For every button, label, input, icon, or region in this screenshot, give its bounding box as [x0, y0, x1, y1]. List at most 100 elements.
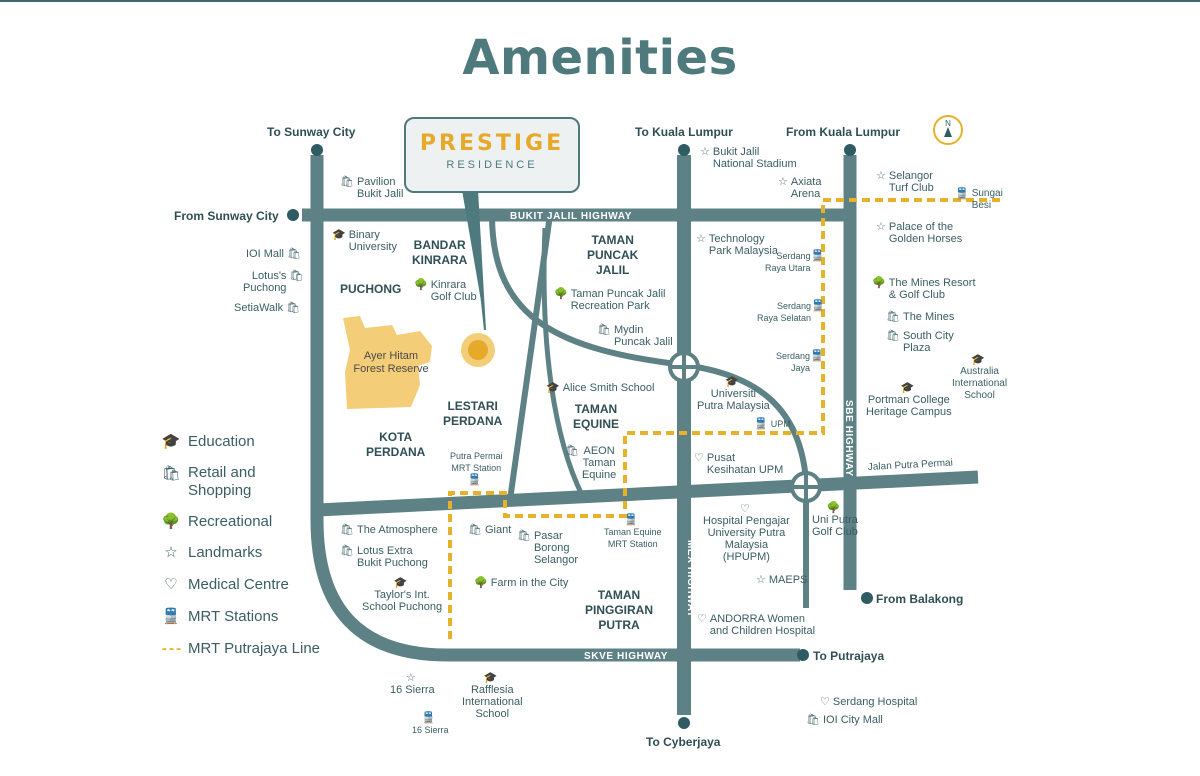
star-icon: ☆ — [876, 221, 886, 233]
place-bukit-jalil-stadium: ☆Bukit Jalil National Stadium — [700, 146, 797, 170]
legend-mrt-line: - - -MRT Putrajaya Line — [161, 640, 321, 657]
heart-pulse-icon: ♡ — [164, 576, 178, 593]
jalan-putra-permai-label: Jalan Putra Permai — [868, 458, 954, 473]
place-the-atmosphere: 🛍The Atmosphere — [340, 524, 438, 536]
star-icon: ☆ — [778, 176, 788, 188]
place-putra-permai-station: Putra Permai MRT Station🚆 — [450, 451, 503, 486]
area-taman-puncak-jalil: TAMAN PUNCAK JALIL — [587, 233, 639, 277]
train-icon: 🚆 — [467, 474, 482, 486]
bukit-jalil-highway-label: BUKIT JALIL HIGHWAY — [510, 211, 632, 222]
place-upm-station: 🚆UPM — [754, 418, 791, 430]
legend-recreational: 🌳Recreational — [161, 512, 273, 531]
to-sunway-arrow — [311, 144, 323, 156]
shopping-bag-icon: 🛍 — [340, 524, 354, 536]
from-balakong-arrow — [861, 592, 873, 604]
shopping-bag-icon: 🛍 — [340, 176, 354, 188]
tree-icon: 🌳 — [872, 277, 886, 289]
place-sungai-besi-station: 🚆Sungai Besi — [955, 188, 1003, 211]
legend-retail: 🛍Retail and Shopping — [161, 464, 256, 499]
left-road — [310, 155, 800, 662]
place-andorra: ♡ANDORRA Women and Children Hospital — [697, 613, 816, 637]
place-mydin: 🛍Mydin Puncak Jalil — [597, 324, 673, 348]
tree-icon: 🌳 — [554, 288, 568, 300]
legend-medical: ♡Medical Centre — [160, 575, 289, 594]
graduation-cap-icon: 🎓 — [900, 382, 915, 394]
place-serdang-hospital: ♡Serdang Hospital — [820, 696, 918, 708]
place-upm: 🎓Universiti Putra Malaysia — [697, 376, 770, 412]
page-title: Amenities — [462, 30, 738, 86]
graduation-cap-icon: 🎓 — [971, 354, 985, 366]
shopping-bag-icon: 🛍 — [886, 330, 900, 342]
star-icon: ☆ — [164, 544, 178, 561]
area-taman-equine: TAMAN EQUINE — [573, 402, 620, 431]
graduation-cap-icon: 🎓 — [332, 229, 346, 241]
forest-reserve-label: Ayer Hitam Forest Reserve — [353, 350, 429, 375]
train-icon: 🚆 — [810, 350, 824, 362]
heart-pulse-icon: ♡ — [697, 613, 707, 625]
tree-icon: 🌳 — [474, 577, 488, 589]
place-hospital-pengajar: ♡Hospital Pengajar University Putra Mala… — [703, 503, 790, 563]
place-taylors: 🎓Taylor's Int. School Puchong — [362, 577, 443, 613]
heart-pulse-icon: ♡ — [739, 503, 750, 515]
place-giant: 🛍Giant — [468, 524, 512, 536]
place-lotus-extra: 🛍Lotus Extra Bukit Puchong — [340, 545, 428, 569]
shopping-bag-icon: 🛍 — [886, 311, 900, 323]
dashed-line-icon: - - - — [161, 640, 181, 657]
place-serdang-raya-selatan-station: Serdang Raya Selatan🚆 — [757, 300, 825, 323]
to-cyberjaya-arrow — [678, 717, 690, 729]
shopping-bag-icon: 🛍 — [597, 324, 611, 336]
place-alice-smith: 🎓Alice Smith School — [546, 382, 655, 394]
area-bandar-kinrara: BANDAR KINRARA — [412, 238, 468, 267]
area-taman-pinggiran-putra: TAMAN PINGGIRAN PUTRA — [585, 588, 654, 632]
star-icon: ☆ — [756, 574, 766, 586]
train-icon: 🚆 — [811, 300, 825, 312]
to-sunway-label: To Sunway City — [267, 125, 356, 139]
place-maeps: ☆MAEPS — [756, 574, 808, 586]
place-portman: 🎓Portman College Heritage Campus — [866, 382, 952, 418]
equine-road-2 — [541, 227, 585, 497]
shopping-bag-icon: 🛍 — [806, 714, 820, 726]
area-lestari-perdana: LESTARI PERDANA — [443, 399, 503, 428]
shopping-bag-icon: 🛍 — [517, 530, 531, 542]
jalan-putra-permai — [317, 470, 979, 517]
shopping-bag-icon: 🛍 — [283, 302, 301, 314]
mex-highway-label: MEX HIGHWAY — [685, 540, 696, 618]
area-kota-perdana: KOTA PERDANA — [366, 430, 426, 459]
graduation-cap-icon: 🎓 — [483, 672, 498, 684]
shopping-bag-icon: 🛍 — [468, 524, 482, 536]
train-icon: 🚆 — [810, 250, 825, 262]
place-16-sierra: ☆16 Sierra — [390, 672, 435, 696]
skve-highway-label: SKVE HIGHWAY — [584, 651, 668, 662]
graduation-cap-icon: 🎓 — [393, 577, 408, 589]
place-selangor-turf: ☆Selangor Turf Club — [876, 170, 934, 194]
legend-mrt-stations: 🚆MRT Stations — [161, 607, 279, 626]
place-ioi-mall: IOI Mall 🛍 — [246, 248, 301, 260]
star-icon: ☆ — [405, 672, 416, 684]
to-kl-arrow — [678, 144, 690, 156]
place-16-sierra-station: 🚆16 Sierra — [412, 712, 449, 735]
place-rafflesia: 🎓Rafflesia International School — [462, 672, 523, 720]
place-tech-park: ☆Technology Park Malaysia — [696, 233, 778, 257]
shopping-bag-icon: 🛍 — [161, 465, 181, 482]
from-balakong-label: From Balakong — [876, 592, 964, 606]
to-cyberjaya-label: To Cyberjaya — [646, 735, 721, 749]
place-palace: ☆Palace of the Golden Horses — [876, 221, 963, 245]
from-kl-arrow — [844, 144, 856, 156]
graduation-cap-icon: 🎓 — [161, 433, 181, 450]
star-icon: ☆ — [876, 170, 886, 182]
logo-line-2: RESIDENCE — [446, 159, 538, 171]
shopping-bag-icon: 🛍 — [565, 445, 579, 457]
place-ioi-city-mall: 🛍IOI City Mall — [806, 714, 883, 726]
train-icon: 🚆 — [161, 608, 181, 625]
forest-reserve-area — [343, 316, 432, 409]
area-puchong: PUCHONG — [340, 282, 402, 296]
compass-label: N — [945, 119, 951, 128]
prestige-residence-logo: PRESTIGE RESIDENCE — [404, 117, 580, 193]
logo-line-1: PRESTIGE — [419, 131, 565, 156]
train-icon: 🚆 — [421, 712, 436, 724]
star-icon: ☆ — [696, 233, 706, 245]
train-icon: 🚆 — [624, 514, 639, 526]
place-australia-intl: 🎓Australia International School — [952, 354, 1008, 401]
place-serdang-raya-utara-station: Serdang Raya Utara🚆 — [765, 250, 825, 273]
